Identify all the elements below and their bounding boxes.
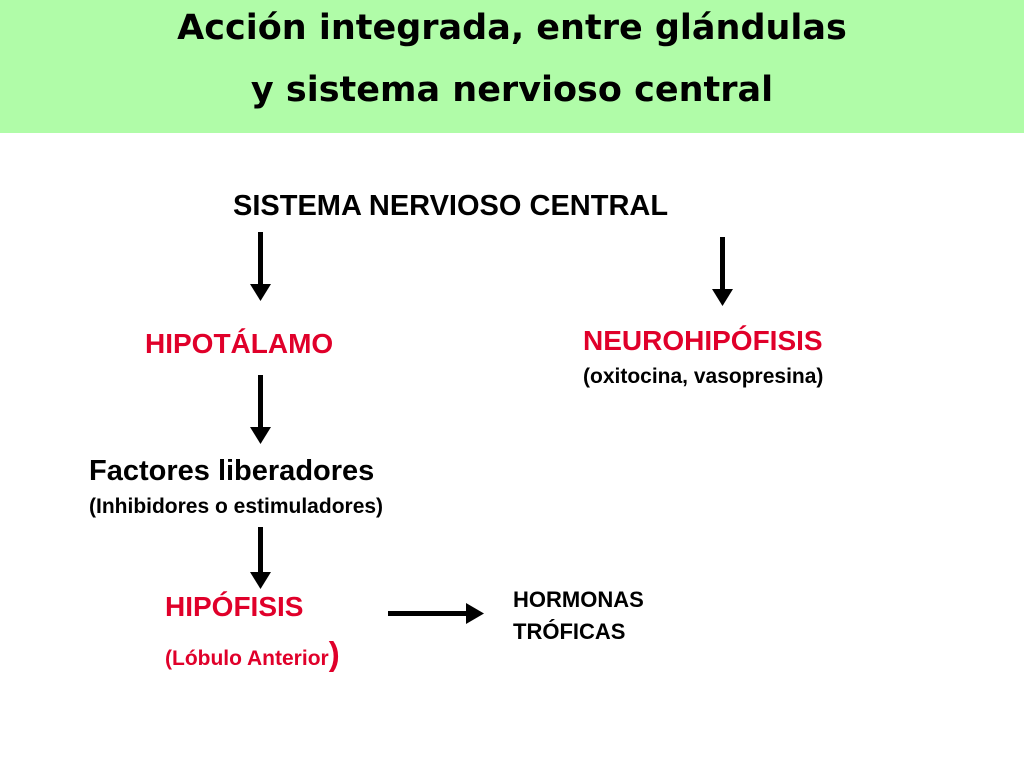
node-neurohipofisis: NEUROHIPÓFISIS: [583, 325, 823, 356]
hipofisis-subtitle-paren: ): [328, 635, 340, 672]
arrow-hipofisis-to-hormonas: [388, 603, 484, 624]
title-banner: Acción integrada, entre glándulas y sist…: [0, 0, 1024, 133]
node-hipotalamo: HIPOTÁLAMO: [145, 328, 334, 359]
node-troficas: TRÓFICAS: [513, 619, 626, 644]
node-hipofisis-subtitle: (Lóbulo Anterior): [165, 636, 340, 677]
title-line-1: Acción integrada, entre glándulas: [177, 8, 847, 48]
node-hormonas: HORMONAS: [513, 587, 644, 612]
hipofisis-subtitle-text: (Lóbulo Anterior: [165, 647, 329, 670]
node-sistema-nervioso-central: SISTEMA NERVIOSO CENTRAL: [233, 190, 669, 222]
arrow-snc-to-neurohipofisis: [712, 237, 733, 306]
node-factores-liberadores: Factores liberadores: [89, 455, 375, 487]
arrow-factores-to-hipofisis: [250, 527, 271, 589]
arrow-hipotalamo-to-factores: [250, 375, 271, 444]
arrow-snc-to-hipotalamo: [250, 232, 271, 301]
node-factores-subtitle: (Inhibidores o estimuladores): [89, 495, 384, 518]
node-neurohipofisis-subtitle: (oxitocina, vasopresina): [583, 365, 824, 388]
title-line-2: y sistema nervioso central: [250, 70, 774, 110]
node-hipofisis: HIPÓFISIS: [165, 591, 304, 622]
